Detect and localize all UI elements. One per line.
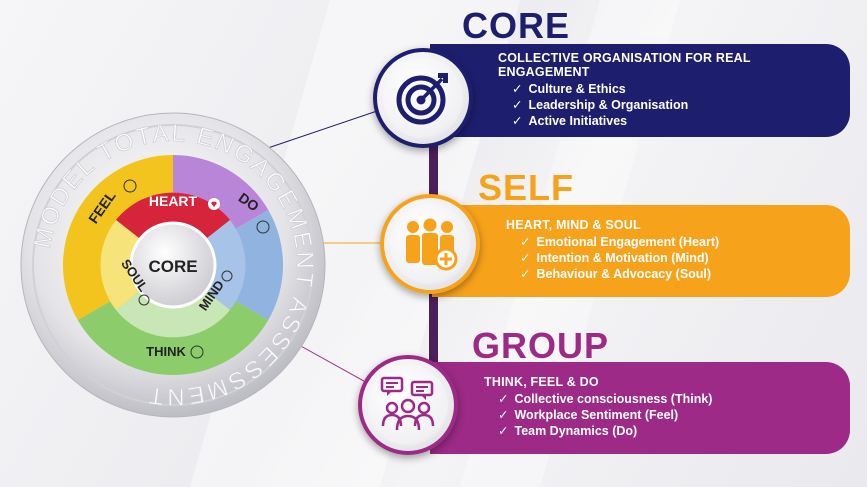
core-badge-inner [383, 58, 463, 138]
self-item-list: Emotional Engagement (Heart) Intention &… [506, 234, 840, 282]
core-item-list: Culture & Ethics Leadership & Organisati… [498, 81, 840, 129]
core-item: Culture & Ethics [512, 81, 840, 97]
soul-small-icon [138, 294, 150, 306]
group-item: Team Dynamics (Do) [498, 423, 840, 439]
group-heading: THINK, FEEL & DO [484, 375, 599, 389]
core-heading-line1: COLLECTIVE ORGANISATION FOR REAL [498, 51, 751, 65]
group-section-title: GROUP [472, 325, 610, 366]
group-item: Workplace Sentiment (Feel) [498, 407, 840, 423]
think-small-icon [190, 345, 204, 359]
target-icon [396, 73, 448, 125]
core-heading-line2: ENGAGEMENT [498, 65, 590, 79]
group-chat-icon [380, 376, 435, 431]
do-small-icon [256, 220, 270, 234]
core-item: Active Initiatives [512, 113, 840, 129]
people-plus-icon [406, 218, 458, 271]
feel-small-icon [123, 179, 137, 193]
self-item: Emotional Engagement (Heart) [520, 234, 840, 250]
wheel-center-label: CORE [148, 257, 197, 276]
segment-think-label: THINK [146, 344, 186, 359]
segment-heart-label: HEART [149, 193, 198, 209]
self-item: Behaviour & Advocacy (Soul) [520, 266, 840, 282]
self-badge-inner [390, 204, 470, 284]
self-section-title: SELF [478, 167, 575, 208]
group-item-list: Collective consciousness (Think) Workpla… [484, 391, 840, 439]
core-badge [373, 48, 473, 148]
self-badge [380, 194, 480, 294]
group-badge-inner [368, 365, 448, 445]
mind-small-icon [221, 270, 233, 282]
engagement-wheel: MODEL TOTAL ENGAGEMENT ASSESSMENT CORE H… [20, 112, 326, 418]
self-heading: HEART, MIND & SOUL [506, 218, 641, 232]
self-item: Intention & Motivation (Mind) [520, 250, 840, 266]
core-item: Leadership & Organisation [512, 97, 840, 113]
core-section-title: CORE [462, 5, 571, 46]
group-panel: THINK, FEEL & DO Collective consciousnes… [430, 362, 850, 454]
self-panel: HEART, MIND & SOUL Emotional Engagement … [432, 205, 850, 297]
group-item: Collective consciousness (Think) [498, 391, 840, 407]
core-center-disc [129, 221, 217, 309]
heart-small-icon [208, 198, 220, 210]
core-panel: COLLECTIVE ORGANISATION FOR REAL ENGAGEM… [430, 44, 850, 137]
group-badge [358, 355, 458, 455]
